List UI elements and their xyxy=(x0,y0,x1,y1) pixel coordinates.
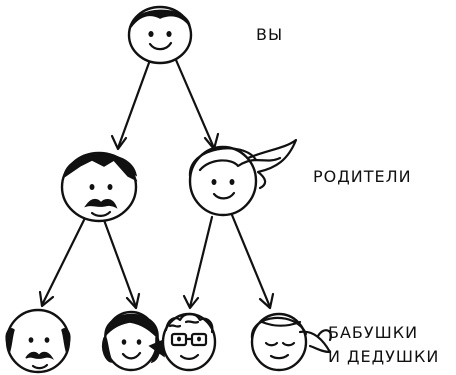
arrow-you-to-father xyxy=(110,58,152,151)
label-grandparents-line-2: И ДЕДУШКИ xyxy=(328,347,439,366)
arrow-you-to-mother xyxy=(174,58,220,151)
father-face xyxy=(60,151,138,223)
label-grandparents-line-1: БАБУШКИ xyxy=(328,323,418,342)
grandpa-1-face xyxy=(5,308,71,374)
grandma-2-face xyxy=(250,312,332,372)
grandpa-2-face xyxy=(161,312,217,372)
tree-connectors xyxy=(38,58,275,310)
arrow-father-to-grandpa-1 xyxy=(38,218,86,308)
label-you: ВЫ xyxy=(256,25,283,44)
arrow-mother-to-grandma-2 xyxy=(230,213,275,310)
mother-face xyxy=(188,138,298,217)
grandma-1-face xyxy=(101,310,165,372)
you-face xyxy=(127,5,193,65)
arrow-mother-to-grandpa-2 xyxy=(182,215,214,310)
label-parents: РОДИТЕЛИ xyxy=(313,167,412,186)
arrow-father-to-grandma-1 xyxy=(102,218,141,310)
